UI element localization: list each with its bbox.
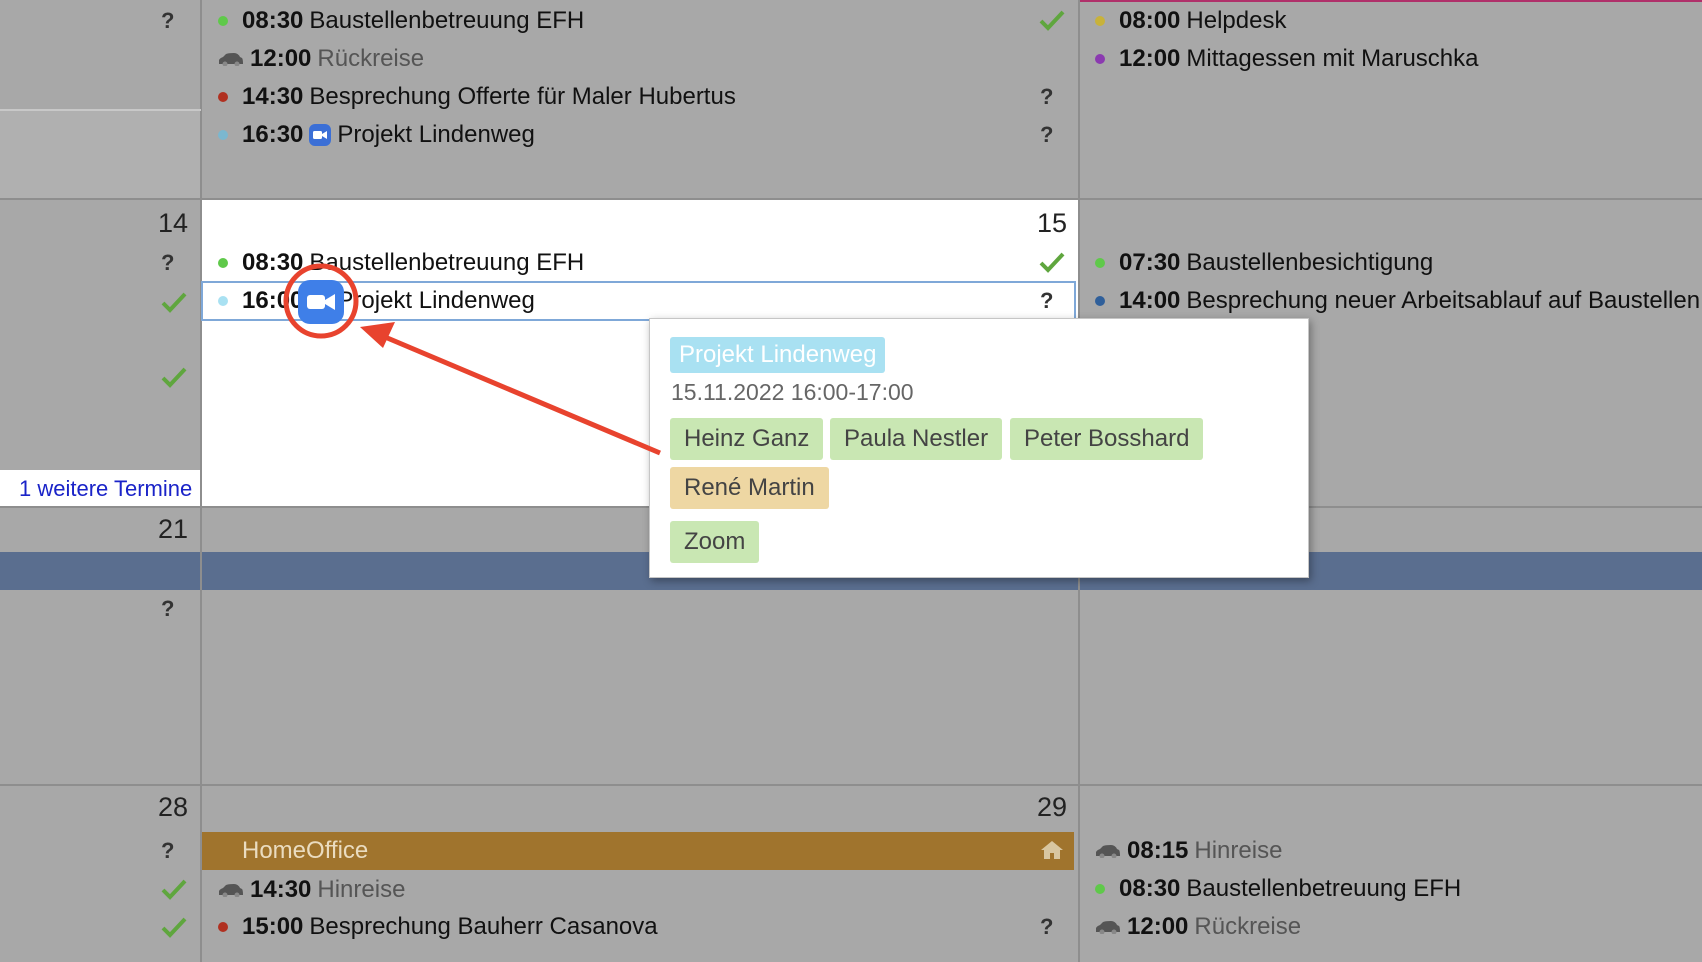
week2-left-cell [0,200,201,507]
participant-chip-pending: René Martin [670,467,829,509]
check-icon [161,879,187,900]
participant-chip: Heinz Ganz [670,418,824,460]
car-icon [219,53,243,66]
event-item[interactable]: 12:00 Mittagessen mit Maruschka [1095,41,1479,77]
grid-line [0,109,201,111]
grid-line [0,784,1702,786]
day-number: 28 [158,792,189,822]
video-camera-icon[interactable] [298,280,344,324]
event-item-selected[interactable]: 16:00 Projekt Lindenweg [218,283,535,319]
check-icon [1039,10,1065,31]
status-dot [218,258,228,268]
participant-chip: Paula Nestler [830,418,1003,460]
tooltip-datetime: 15.11.2022 16:00-17:00 [671,379,914,405]
event-item[interactable]: 15:00 Besprechung Bauherr Casanova [218,909,658,945]
week2-left-lower [0,470,201,507]
check-icon [1039,252,1065,273]
highlight-circle [283,263,359,339]
event-item[interactable]: 14:30 Besprechung Offerte für Maler Hube… [218,79,736,115]
participant-chip: Peter Bosshard [1010,418,1204,460]
status-unknown-icon: ? [1040,914,1054,939]
status-unknown-icon: ? [161,8,175,33]
annotation-arrowhead [360,322,395,348]
event-item[interactable]: 08:00 Helpdesk [1095,3,1286,39]
event-tooltip: Projekt Lindenweg 15.11.2022 16:00-17:00… [649,318,1309,578]
event-item[interactable]: 14:00 Besprechung neuer Arbeitsablauf au… [1095,283,1700,319]
more-events-link[interactable]: 1 weitere Termine [19,476,193,501]
homeoffice-bar[interactable] [201,832,1074,870]
day-number: 15 [1037,208,1068,238]
tooltip-title: Projekt Lindenweg [670,337,886,373]
status-dot [1095,884,1105,894]
event-item[interactable]: 12:00 Rückreise [218,41,424,77]
status-unknown-icon: ? [1040,288,1054,313]
car-icon [1096,921,1120,934]
event-item[interactable]: 07:30 Baustellenbesichtigung [1095,245,1433,281]
annotation-arrow [384,334,661,456]
video-camera-icon [309,124,332,146]
status-dot [1095,16,1105,26]
status-unknown-icon: ? [1040,122,1054,147]
status-dot [218,922,228,932]
status-unknown-icon: ? [1040,84,1054,109]
status-dot [218,16,228,26]
day-number: 14 [158,208,189,238]
grid-line [0,198,1702,200]
selected-event-outline [201,281,1076,321]
day-number: 21 [158,514,189,544]
car-icon [219,884,243,897]
status-dot [218,296,228,306]
home-icon [1041,841,1063,859]
event-item[interactable]: 08:30 Baustellenbetreuung EFH [1095,871,1461,907]
day-number: 29 [1037,792,1068,822]
status-dot [218,92,228,102]
event-item[interactable]: 08:30 Baustellenbetreuung EFH [218,245,584,281]
status-dot [1095,54,1105,64]
top-right-accent [1080,0,1702,2]
event-item[interactable]: 16:30 Projekt Lindenweg [218,117,535,153]
status-unknown-icon: ? [161,250,175,275]
event-item[interactable]: 14:30 Hinreise [218,872,405,908]
check-icon [161,292,187,313]
week1-left-cell [0,110,201,200]
car-icon [1096,845,1120,858]
status-dot [1095,296,1105,306]
status-unknown-icon: ? [161,838,175,863]
event-item[interactable]: 12:00 Rückreise [1095,909,1301,945]
event-item[interactable]: 08:30 Baustellenbetreuung EFH [218,3,584,39]
status-dot [1095,258,1105,268]
check-icon [161,367,187,388]
status-dot [218,130,228,140]
homeoffice-label: HomeOffice [242,837,369,864]
check-icon [161,917,187,938]
event-item[interactable]: 08:15 Hinreise [1095,833,1282,869]
location-chip: Zoom [670,521,760,563]
status-unknown-icon: ? [161,596,175,621]
grid-line [200,0,202,962]
